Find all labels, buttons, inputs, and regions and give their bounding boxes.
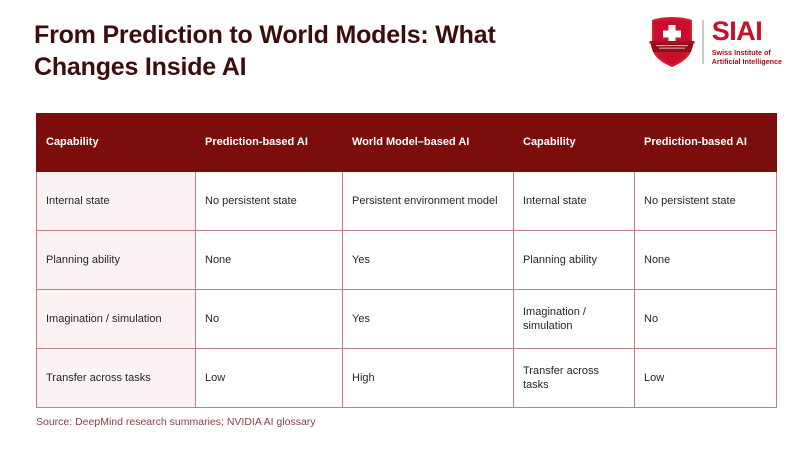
column-header-capability-1: Capability: [36, 113, 196, 172]
cell-prediction-based: No persistent state: [195, 171, 343, 231]
page-title: From Prediction to World Models: What Ch…: [34, 21, 496, 81]
cell-prediction-based-repeat: No: [634, 289, 777, 349]
cell-prediction-based-repeat: No persistent state: [634, 171, 777, 231]
siai-logo: SIAI Swiss Institute of Artificial Intel…: [648, 14, 782, 70]
cell-world-model-based: Persistent environment model: [342, 171, 514, 231]
cell-prediction-based: Low: [195, 348, 343, 408]
swiss-shield-cross-icon: [648, 16, 696, 68]
logo-subtitle: Swiss Institute of Artificial Intelligen…: [711, 47, 782, 66]
table-row: Transfer across tasks Low High Transfer …: [36, 348, 777, 408]
column-header-prediction-based-ai-1: Prediction-based AI: [195, 113, 343, 172]
table-body: Internal state No persistent state Persi…: [36, 171, 777, 408]
cell-capability: Planning ability: [36, 230, 196, 290]
cell-prediction-based-repeat: None: [634, 230, 777, 290]
table-header: Capability Prediction-based AI World Mod…: [36, 113, 777, 172]
logo-text-block: SIAI Swiss Institute of Artificial Intel…: [711, 15, 782, 66]
cell-capability: Imagination / simulation: [36, 289, 196, 349]
cell-capability-repeat: Imagination / simulation: [513, 289, 635, 349]
logo-divider: [701, 20, 704, 64]
cell-prediction-based: No: [195, 289, 343, 349]
table-row: Internal state No persistent state Persi…: [36, 171, 777, 231]
cell-world-model-based: Yes: [342, 289, 514, 349]
column-header-world-model-based-ai: World Model–based AI: [342, 113, 514, 172]
cell-capability-repeat: Internal state: [513, 171, 635, 231]
table-header-row: Capability Prediction-based AI World Mod…: [36, 113, 777, 172]
cell-capability: Transfer across tasks: [36, 348, 196, 408]
cell-prediction-based: None: [195, 230, 343, 290]
slide-header: From Prediction to World Models: What Ch…: [34, 20, 634, 83]
comparison-table-container: Capability Prediction-based AI World Mod…: [36, 113, 777, 408]
cell-capability: Internal state: [36, 171, 196, 231]
table-row: Imagination / simulation No Yes Imaginat…: [36, 289, 777, 349]
cell-prediction-based-repeat: Low: [634, 348, 777, 408]
cell-world-model-based: Yes: [342, 230, 514, 290]
logo-acronym: SIAI: [711, 15, 763, 46]
column-header-prediction-based-ai-2: Prediction-based AI: [634, 113, 777, 172]
cell-world-model-based: High: [342, 348, 514, 408]
table-row: Planning ability None Yes Planning abili…: [36, 230, 777, 290]
column-header-capability-2: Capability: [513, 113, 635, 172]
cell-capability-repeat: Transfer across tasks: [513, 348, 635, 408]
cell-capability-repeat: Planning ability: [513, 230, 635, 290]
source-note: Source: DeepMind research summaries; NVI…: [36, 416, 316, 428]
comparison-table: Capability Prediction-based AI World Mod…: [36, 113, 777, 408]
